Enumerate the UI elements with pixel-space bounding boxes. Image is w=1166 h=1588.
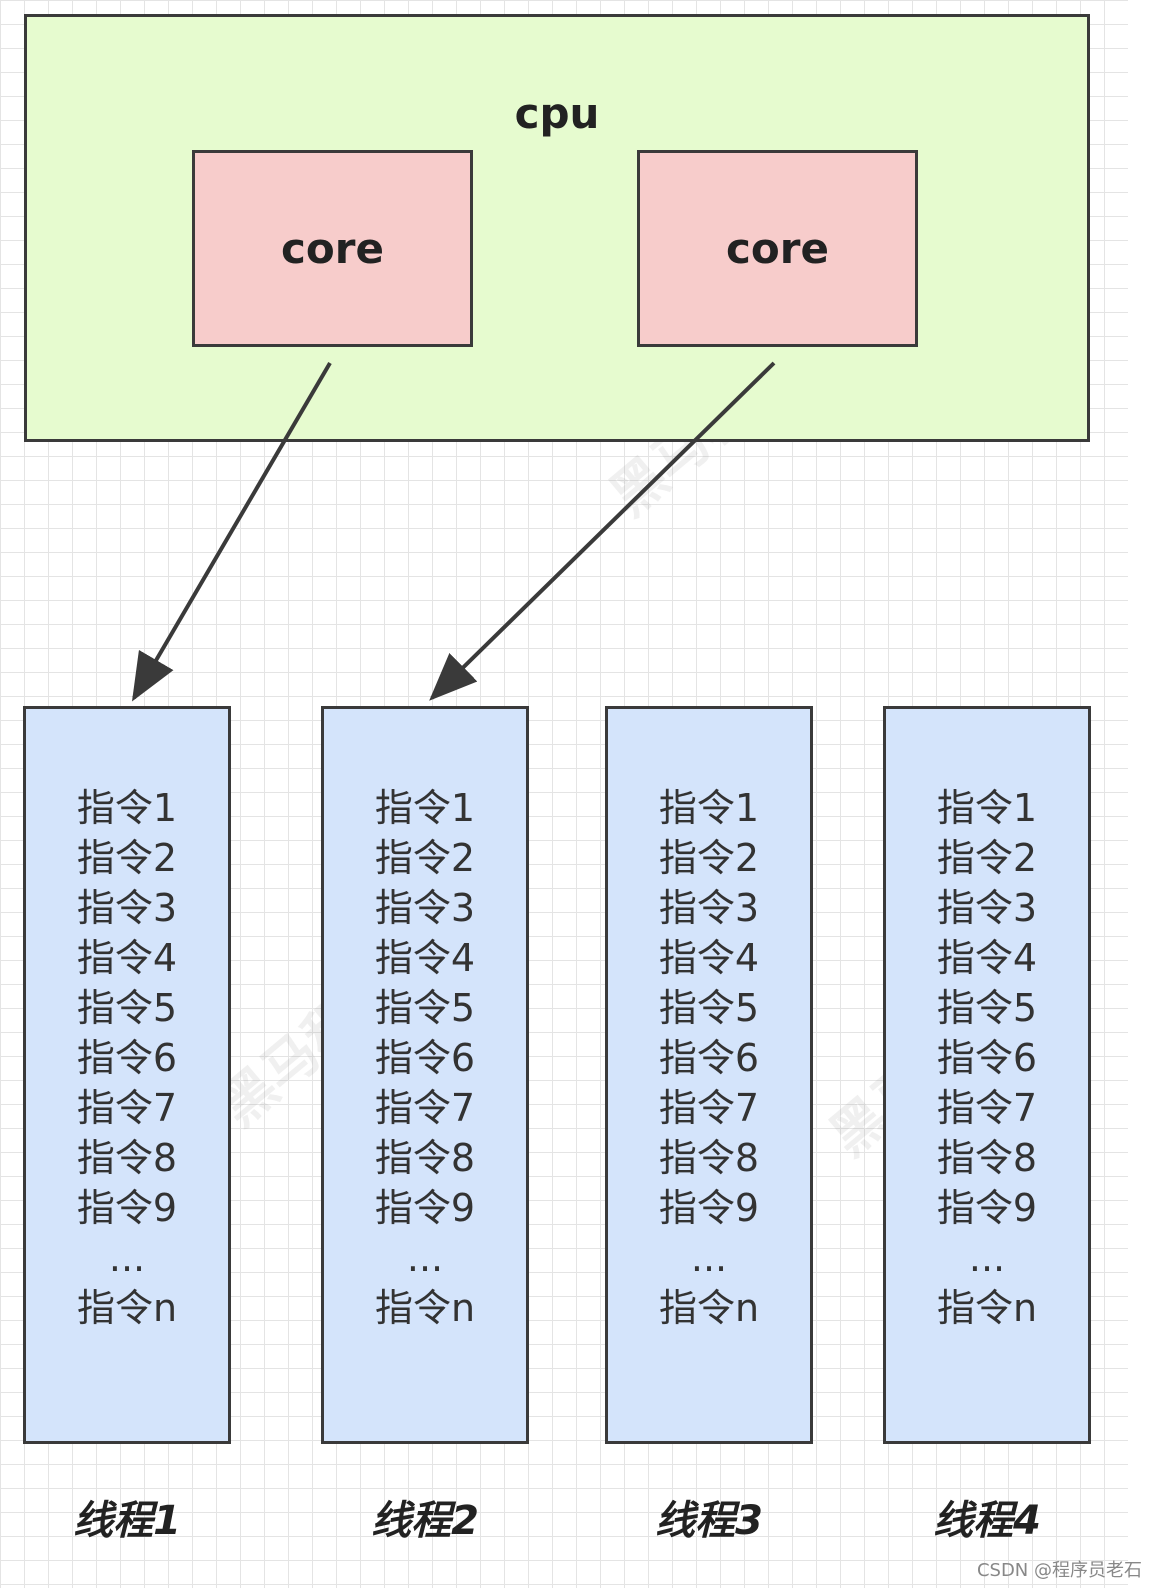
instruction-item: 指令5 xyxy=(658,986,760,1030)
cpu-label: cpu xyxy=(514,89,600,138)
instruction-item: ... xyxy=(108,1236,146,1280)
instruction-item: 指令5 xyxy=(76,986,178,1030)
core-box-2: core xyxy=(637,150,918,347)
instruction-list: 指令1 指令2 指令3 指令4 指令5 指令6 指令7 指令8 指令9 ... … xyxy=(26,783,228,1333)
thread-title-2: 线程2 xyxy=(371,1498,479,1544)
thread-title-4: 线程4 xyxy=(933,1498,1041,1544)
thread-box-1: 指令1 指令2 指令3 指令4 指令5 指令6 指令7 指令8 指令9 ... … xyxy=(23,706,231,1444)
instruction-item: 指令3 xyxy=(76,886,178,930)
instruction-item: 指令4 xyxy=(936,936,1038,980)
instruction-item: 指令4 xyxy=(658,936,760,980)
instruction-item: 指令3 xyxy=(658,886,760,930)
instruction-item: 指令7 xyxy=(936,1086,1038,1130)
instruction-item: 指令6 xyxy=(374,1036,476,1080)
instruction-item: 指令7 xyxy=(658,1086,760,1130)
thread-box-2: 指令1 指令2 指令3 指令4 指令5 指令6 指令7 指令8 指令9 ... … xyxy=(321,706,529,1444)
arrow-core1-to-thread1 xyxy=(131,361,332,702)
instruction-item: 指令5 xyxy=(374,986,476,1030)
instruction-item: ... xyxy=(968,1236,1006,1280)
source-credit: CSDN @程序员老石 xyxy=(976,1560,1142,1581)
instruction-item: 指令7 xyxy=(374,1086,476,1130)
instruction-item: 指令2 xyxy=(658,836,760,880)
instruction-item: 指令1 xyxy=(76,786,178,830)
thread-title-1: 线程1 xyxy=(73,1498,181,1544)
core-box-1: core xyxy=(192,150,473,347)
instruction-list: 指令1 指令2 指令3 指令4 指令5 指令6 指令7 指令8 指令9 ... … xyxy=(608,783,810,1333)
thread-title-3: 线程3 xyxy=(655,1498,763,1544)
instruction-list: 指令1 指令2 指令3 指令4 指令5 指令6 指令7 指令8 指令9 ... … xyxy=(886,783,1088,1333)
instruction-item: 指令8 xyxy=(76,1136,178,1180)
instruction-item: 指令9 xyxy=(374,1186,476,1230)
instruction-item: 指令6 xyxy=(658,1036,760,1080)
instruction-item: 指令6 xyxy=(76,1036,178,1080)
instruction-item: 指令n xyxy=(658,1286,760,1330)
instruction-item: 指令1 xyxy=(936,786,1038,830)
instruction-item: 指令2 xyxy=(936,836,1038,880)
instruction-item: 指令8 xyxy=(936,1136,1038,1180)
instruction-item: 指令9 xyxy=(76,1186,178,1230)
instruction-item: ... xyxy=(690,1236,728,1280)
instruction-item: 指令3 xyxy=(374,886,476,930)
thread-box-4: 指令1 指令2 指令3 指令4 指令5 指令6 指令7 指令8 指令9 ... … xyxy=(883,706,1091,1444)
instruction-item: 指令4 xyxy=(76,936,178,980)
page-margin xyxy=(1128,0,1166,1588)
instruction-list: 指令1 指令2 指令3 指令4 指令5 指令6 指令7 指令8 指令9 ... … xyxy=(324,783,526,1333)
instruction-item: 指令6 xyxy=(936,1036,1038,1080)
instruction-item: 指令8 xyxy=(374,1136,476,1180)
instruction-item: 指令5 xyxy=(936,986,1038,1030)
instruction-item: 指令4 xyxy=(374,936,476,980)
thread-box-3: 指令1 指令2 指令3 指令4 指令5 指令6 指令7 指令8 指令9 ... … xyxy=(605,706,813,1444)
instruction-item: 指令9 xyxy=(936,1186,1038,1230)
instruction-item: 指令n xyxy=(936,1286,1038,1330)
instruction-item: 指令3 xyxy=(936,886,1038,930)
instruction-item: 指令n xyxy=(374,1286,476,1330)
instruction-item: 指令2 xyxy=(374,836,476,880)
instruction-item: 指令9 xyxy=(658,1186,760,1230)
instruction-item: 指令n xyxy=(76,1286,178,1330)
instruction-item: 指令1 xyxy=(374,786,476,830)
instruction-item: 指令8 xyxy=(658,1136,760,1180)
instruction-item: 指令7 xyxy=(76,1086,178,1130)
arrow-core2-to-thread2 xyxy=(429,361,776,701)
instruction-item: ... xyxy=(406,1236,444,1280)
instruction-item: 指令2 xyxy=(76,836,178,880)
instruction-item: 指令1 xyxy=(658,786,760,830)
